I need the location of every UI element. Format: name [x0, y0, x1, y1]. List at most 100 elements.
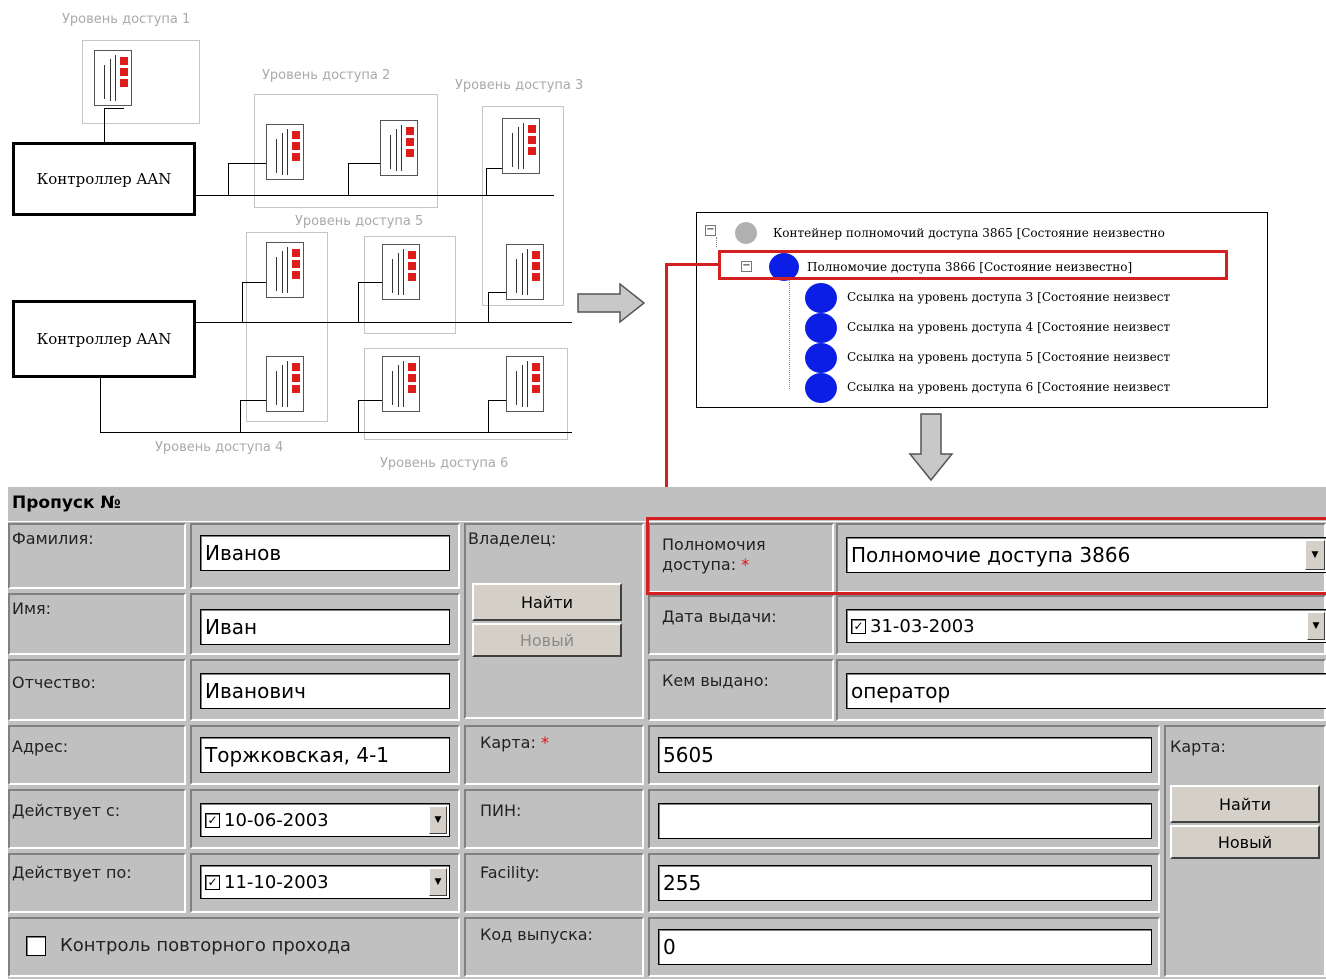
authority-row-highlight	[646, 517, 1326, 595]
issue-date-picker[interactable]: ✓ 31-03-2003 ▼	[846, 609, 1326, 643]
name-label: Имя:	[12, 599, 52, 618]
patronymic-field[interactable]: Иванович	[200, 673, 450, 709]
address-label: Адрес:	[12, 737, 69, 756]
tree-item-link[interactable]: Ссылка на уровень доступа 4 [Состояние н…	[847, 320, 1171, 334]
valid-from-checkbox[interactable]: ✓	[205, 812, 220, 828]
release-code-field[interactable]: 0	[658, 929, 1152, 965]
valid-from-cell: ✓ 10-06-2003 ▼	[190, 789, 460, 849]
pin-cell	[648, 789, 1160, 849]
address-field[interactable]: Торжковская, 4-1	[200, 737, 450, 773]
link-node-icon	[805, 343, 837, 373]
authority-label-cell: Полномочия доступа: *	[648, 523, 834, 593]
card-number-cell: 5605	[648, 725, 1160, 785]
valid-to-label-cell: Действует по:	[8, 853, 186, 913]
facility-label: Facility:	[480, 863, 540, 882]
tree-item-link[interactable]: Ссылка на уровень доступа 3 [Состояние н…	[847, 290, 1171, 304]
form-title: Пропуск №	[12, 493, 121, 513]
issue-date-value: 31-03-2003	[870, 615, 975, 637]
access-level-box-5	[364, 236, 456, 334]
highlight-connector	[665, 263, 720, 266]
arrow-right-icon	[577, 282, 646, 324]
access-level-box-2	[254, 94, 438, 208]
facility-cell: 255	[648, 853, 1160, 913]
issue-date-checkbox[interactable]: ✓	[851, 618, 866, 634]
valid-from-picker[interactable]: ✓ 10-06-2003 ▼	[200, 803, 450, 837]
facility-field[interactable]: 255	[658, 865, 1152, 901]
card-actions-cell: Карта: Найти Новый	[1164, 725, 1326, 977]
surname-label-cell: Фамилия:	[8, 523, 186, 589]
container-node-icon	[735, 222, 757, 244]
access-level-label-3: Уровень доступа 3	[455, 78, 584, 93]
release-code-cell: 0	[648, 917, 1160, 977]
reader-icon	[266, 124, 304, 180]
issue-date-label-cell: Дата выдачи:	[648, 595, 834, 655]
reader-icon	[266, 242, 304, 298]
access-level-label-4: Уровень доступа 4	[155, 440, 284, 455]
access-level-label-6: Уровень доступа 6	[380, 456, 509, 471]
collapse-icon[interactable]: −	[741, 260, 752, 272]
card-label-cell: Карта: *	[464, 725, 644, 785]
access-level-label-5: Уровень доступа 5	[295, 214, 424, 229]
valid-to-cell: ✓ 11-10-2003 ▼	[190, 853, 460, 913]
issued-by-label: Кем выдано:	[662, 671, 769, 690]
issue-date-label: Дата выдачи:	[662, 607, 777, 626]
address-cell: Торжковская, 4-1	[190, 725, 460, 785]
card-side-label: Карта:	[1170, 737, 1226, 756]
valid-from-label: Действует с:	[12, 801, 121, 820]
pass-form: Пропуск № Фамилия: Иванов Имя: Иван Отче…	[8, 487, 1326, 979]
link-node-icon	[805, 313, 837, 343]
owner-cell: Владелец: Найти Новый	[464, 523, 644, 719]
patronymic-cell: Иванович	[190, 659, 460, 721]
release-code-label-cell: Код выпуска:	[464, 917, 644, 977]
valid-to-label: Действует по:	[12, 863, 132, 882]
controller-box-1: Контроллер AAN	[12, 142, 196, 216]
highlight-connector	[665, 263, 668, 523]
access-level-label-2: Уровень доступа 2	[262, 68, 391, 83]
valid-to-checkbox[interactable]: ✓	[205, 874, 220, 890]
checkbox-icon	[26, 935, 46, 956]
address-label-cell: Адрес:	[8, 725, 186, 785]
valid-from-value: 10-06-2003	[224, 809, 329, 831]
tree-item-container[interactable]: Контейнер полномочий доступа 3865 [Состо…	[773, 226, 1165, 240]
access-level-box-3	[482, 106, 564, 306]
name-field[interactable]: Иван	[200, 609, 450, 645]
reader-icon	[506, 356, 544, 412]
tree-item-authority[interactable]: Полномочие доступа 3866 [Состояние неизв…	[807, 260, 1133, 274]
tree-item-link[interactable]: Ссылка на уровень доступа 6 [Состояние н…	[847, 380, 1171, 394]
card-label: Карта: *	[480, 733, 549, 752]
reader-icon	[94, 50, 132, 106]
reader-icon	[266, 356, 304, 412]
chevron-down-icon[interactable]: ▼	[429, 868, 447, 896]
owner-new-button[interactable]: Новый	[472, 623, 622, 657]
chevron-down-icon[interactable]: ▼	[1307, 612, 1325, 640]
antipassback-cell: Контроль повторного прохода	[8, 917, 460, 977]
issued-by-cell: оператор	[836, 659, 1326, 721]
access-level-box-1	[82, 40, 200, 124]
surname-field[interactable]: Иванов	[200, 535, 450, 571]
card-number-field[interactable]: 5605	[658, 737, 1152, 773]
pin-label: ПИН:	[480, 801, 522, 820]
issued-by-field[interactable]: оператор	[846, 673, 1326, 709]
pin-label-cell: ПИН:	[464, 789, 644, 849]
antipassback-label: Контроль повторного прохода	[60, 935, 351, 956]
issue-date-cell: ✓ 31-03-2003 ▼	[836, 595, 1326, 655]
valid-to-picker[interactable]: ✓ 11-10-2003 ▼	[200, 865, 450, 899]
owner-find-button[interactable]: Найти	[472, 583, 622, 621]
card-find-button[interactable]: Найти	[1170, 785, 1320, 823]
release-code-label: Код выпуска:	[480, 925, 593, 944]
collapse-icon[interactable]: −	[705, 224, 716, 236]
access-level-box-6	[364, 348, 568, 440]
chevron-down-icon[interactable]: ▼	[429, 806, 447, 834]
card-new-button[interactable]: Новый	[1170, 825, 1320, 859]
issued-by-label-cell: Кем выдано:	[648, 659, 834, 721]
tree-item-link[interactable]: Ссылка на уровень доступа 5 [Состояние н…	[847, 350, 1171, 364]
reader-icon	[382, 356, 420, 412]
chevron-down-icon[interactable]: ▼	[1305, 540, 1325, 570]
antipassback-checkbox[interactable]: Контроль повторного прохода	[26, 935, 351, 956]
authority-select[interactable]: Полномочие доступа 3866 ▼	[846, 537, 1326, 573]
name-label-cell: Имя:	[8, 593, 186, 655]
reader-icon	[506, 244, 544, 300]
authority-cell: Полномочие доступа 3866 ▼	[836, 523, 1326, 593]
pin-field[interactable]	[658, 803, 1152, 839]
patronymic-label-cell: Отчество:	[8, 659, 186, 721]
